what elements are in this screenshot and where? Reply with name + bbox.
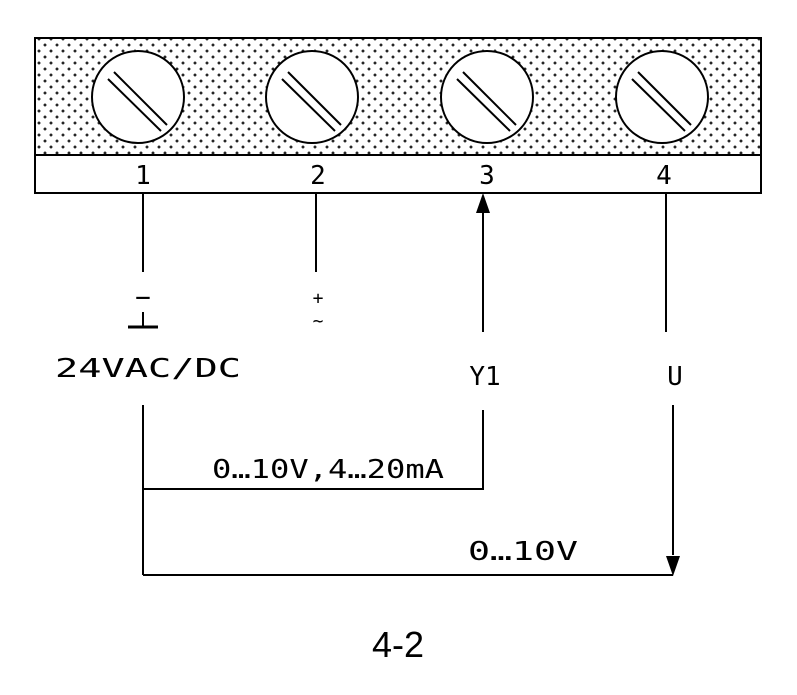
u-label: U [667,362,683,392]
terminal-number-3: 3 [479,161,495,191]
figure-caption: 4-2 [372,624,424,665]
terminal-number-2: 2 [310,161,326,191]
arrow-down-icon [666,556,680,576]
minus-symbol: − [135,283,151,313]
terminal-number-strip [34,154,762,194]
screw-terminal-1 [91,50,185,144]
output-range-label: 0…10V [468,537,578,567]
screw-terminal-4 [615,50,709,144]
supply-label: 24VAC/DC [55,354,241,384]
terminal-number-1: 1 [135,161,151,191]
arrow-up-icon [476,193,490,213]
terminal-number-4: 4 [656,161,672,191]
ground-icon [128,312,158,329]
input-signal-wire [143,410,484,490]
plus-symbol: + [313,288,324,309]
input-range-label: 0…10V,4…20mA [212,455,444,485]
screw-terminal-2 [265,50,359,144]
screw-terminal-3 [440,50,534,144]
y1-label: Y1 [469,362,500,392]
ac-symbol: ~ [313,311,324,332]
